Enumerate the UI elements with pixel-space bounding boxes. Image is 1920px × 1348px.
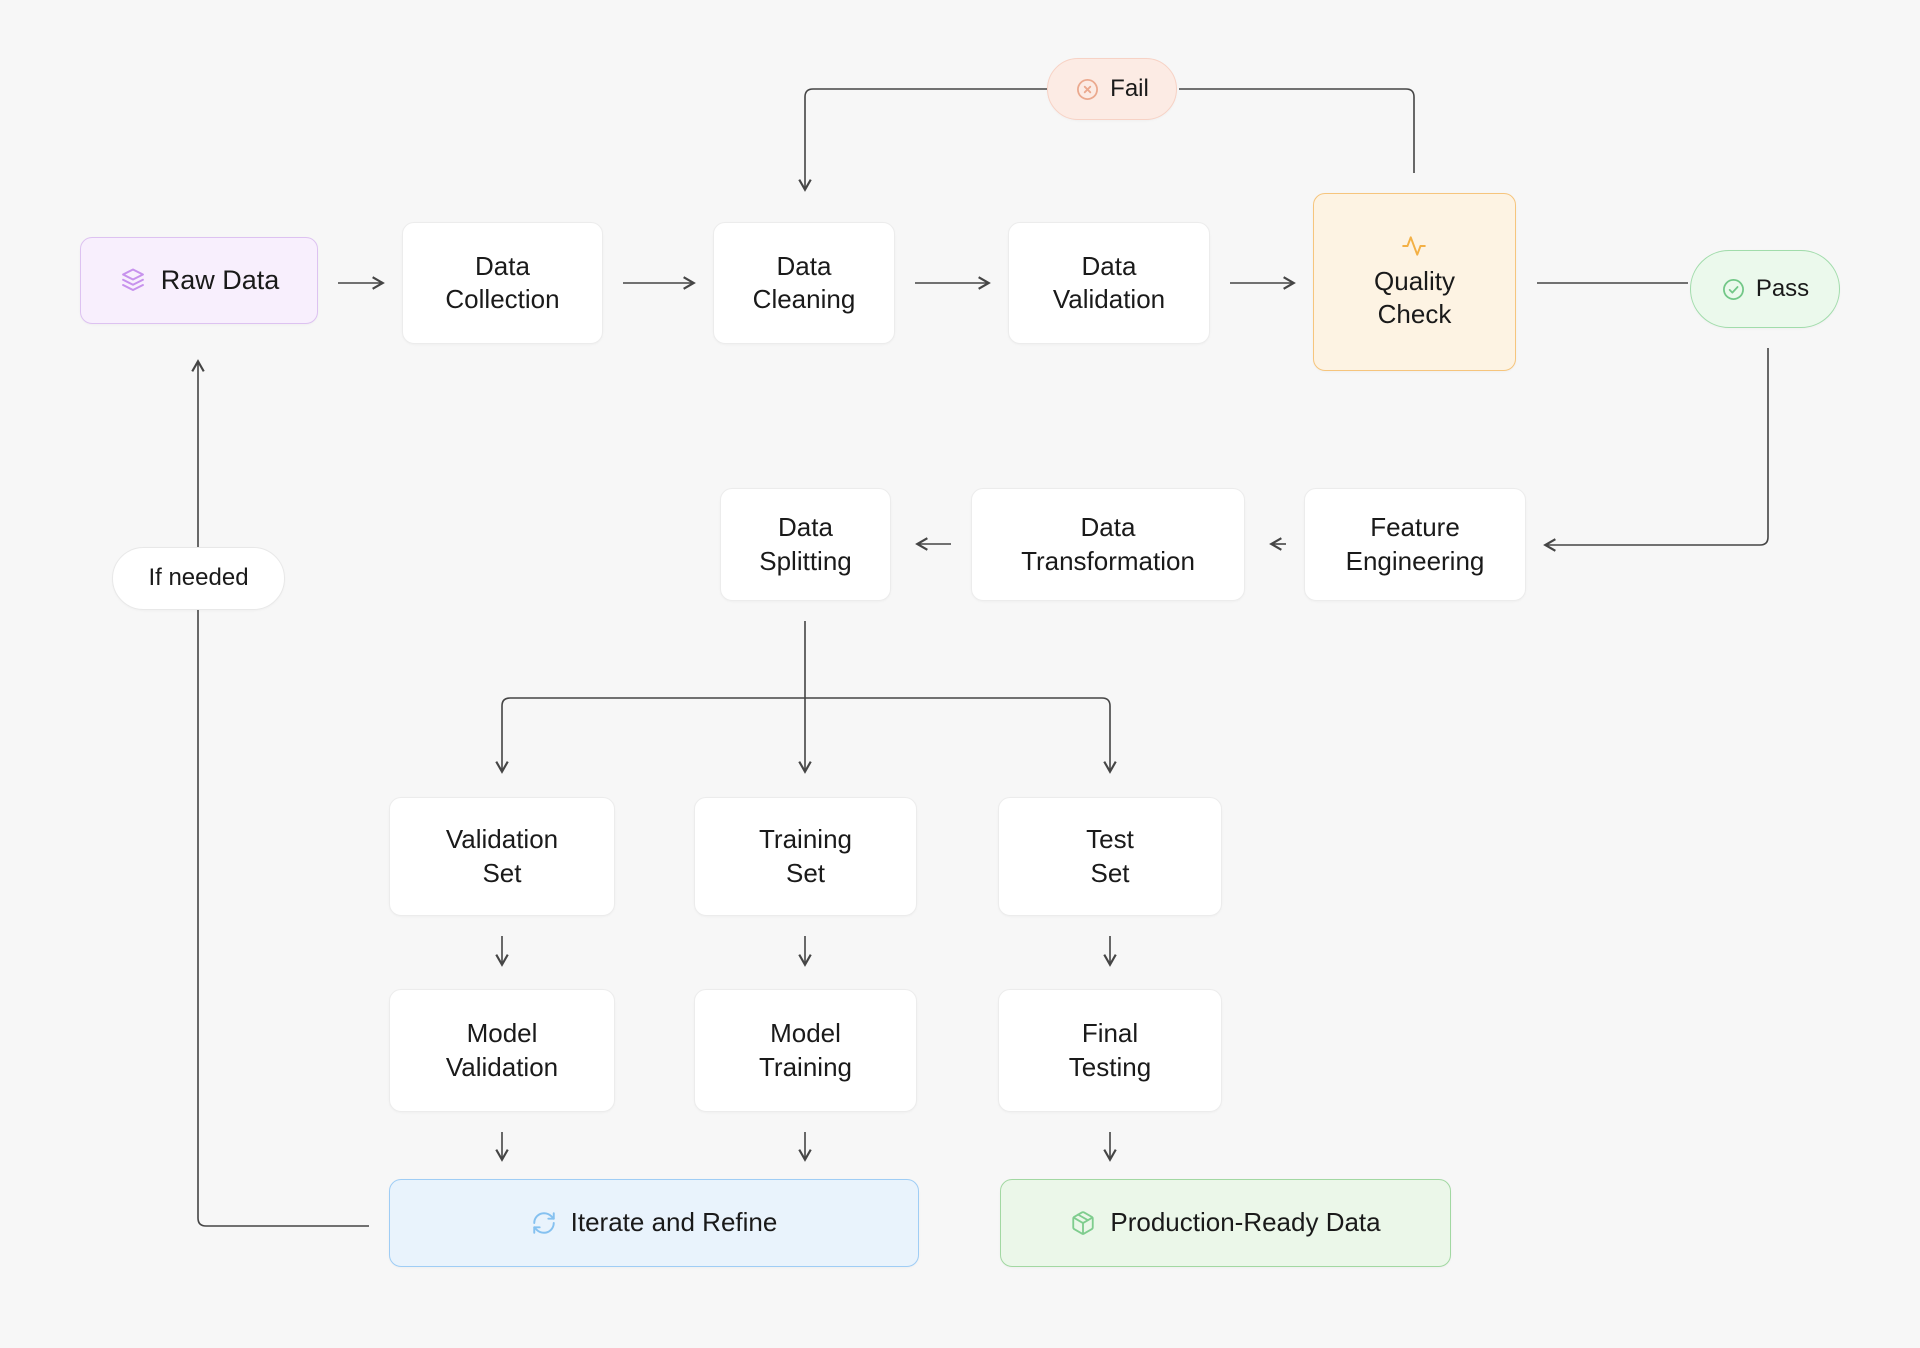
circle-check-icon <box>1721 277 1746 302</box>
node-quality-check: Quality Check <box>1313 193 1516 371</box>
package-icon <box>1070 1210 1096 1236</box>
edge-pass-featureengineering <box>1543 348 1769 552</box>
badge-label: Pass <box>1755 274 1810 302</box>
node-data-transformation: Data Transformation <box>971 488 1245 601</box>
node-iterate-and-refine: Iterate and Refine <box>389 1179 919 1267</box>
edge-splitting-testset <box>805 697 1117 774</box>
node-label: Training Set <box>759 824 852 888</box>
node-label: Validation Set <box>445 824 559 888</box>
node-label: Feature Engineering <box>1345 512 1485 576</box>
edge-failbadge-cleaning <box>798 88 1047 192</box>
edge-splitting-validationset <box>495 697 805 774</box>
node-label: Data Transformation <box>1021 512 1195 576</box>
edge-label-if-needed: If needed <box>112 547 285 610</box>
edge-qualitycheck-failbadge <box>1179 88 1415 173</box>
node-label: Model Training <box>759 1018 852 1082</box>
node-feature-engineering: Feature Engineering <box>1304 488 1526 601</box>
node-label: Raw Data <box>160 265 280 296</box>
edge-iterate-rawdata-feedback <box>191 359 369 1227</box>
refresh-icon <box>531 1210 557 1236</box>
node-label: Data Collection <box>445 250 560 314</box>
node-final-testing: Final Testing <box>998 989 1222 1112</box>
node-training-set: Training Set <box>694 797 917 916</box>
node-label: Data Cleaning <box>752 250 856 314</box>
activity-icon <box>1401 233 1427 259</box>
node-data-splitting: Data Splitting <box>720 488 891 601</box>
node-label: Production-Ready Data <box>1110 1207 1381 1238</box>
badge-label: Fail <box>1110 74 1149 102</box>
badge-fail: Fail <box>1047 58 1177 120</box>
node-data-collection: Data Collection <box>402 222 603 344</box>
node-test-set: Test Set <box>998 797 1222 916</box>
node-model-training: Model Training <box>694 989 917 1112</box>
node-label: Data Validation <box>1052 250 1166 314</box>
node-label: Test Set <box>1086 824 1134 888</box>
node-validation-set: Validation Set <box>389 797 615 916</box>
node-model-validation: Model Validation <box>389 989 615 1112</box>
layers-icon <box>119 266 147 294</box>
badge-pass: Pass <box>1690 250 1840 328</box>
node-label: Data Splitting <box>759 512 852 576</box>
node-label: Model Validation <box>445 1018 559 1082</box>
node-raw-data: Raw Data <box>80 237 318 324</box>
circle-x-icon <box>1075 77 1100 102</box>
node-data-cleaning: Data Cleaning <box>713 222 895 344</box>
node-label: Iterate and Refine <box>570 1207 778 1238</box>
node-label: Quality Check <box>1374 265 1455 329</box>
edge-label-text: If needed <box>148 564 249 592</box>
node-data-validation: Data Validation <box>1008 222 1210 344</box>
node-label: Final Testing <box>1068 1018 1152 1082</box>
node-production-ready-data: Production-Ready Data <box>1000 1179 1451 1267</box>
